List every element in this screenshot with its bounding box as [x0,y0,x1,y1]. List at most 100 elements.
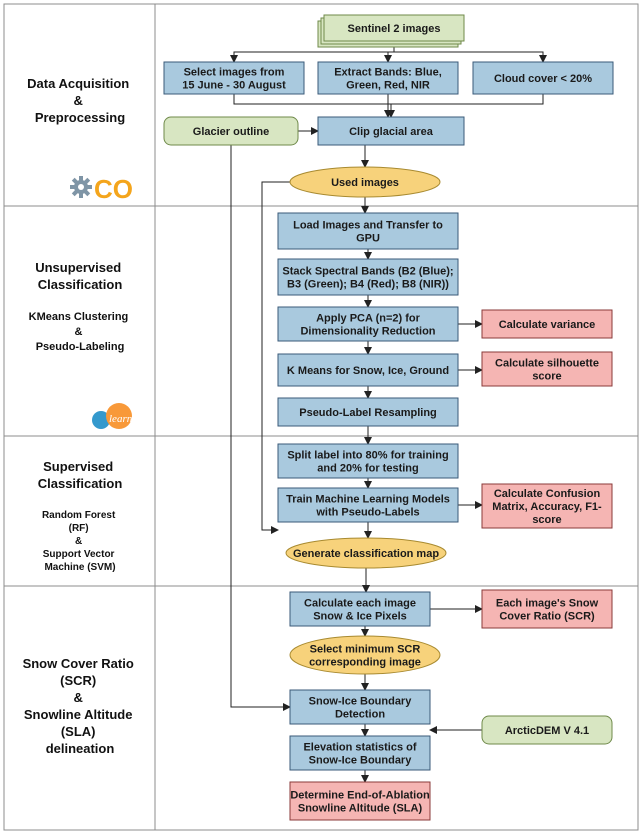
node-label-line: Green, Red, NIR [346,80,430,92]
colab-wordmark: CO [94,174,133,204]
node-label-line: Clip glacial area [349,126,434,138]
node-label-line: Train Machine Learning Models [286,494,450,506]
node-clip: Clip glacial area [317,116,465,146]
node-label-line: Dimensionality Reduction [300,326,435,338]
node-label-line: Each image's Snow [496,598,599,610]
node-label-line: ArcticDEM V 4.1 [505,725,589,737]
node-shape [277,258,459,296]
node-label-line: Glacier outline [193,126,269,138]
node-label-line: Load Images and Transfer to [293,220,443,232]
node-shape [317,116,465,146]
node-shape [163,61,305,95]
node-shape [285,537,447,569]
node-label-line: Matrix, Accuracy, F1- [492,501,602,513]
node-label-line: B3 (Green); B4 (Red); B8 (NIR)) [287,279,449,291]
node-shape [481,351,613,387]
connector-arrow [230,145,291,711]
section-label-data-acquisition: Data Acquisition & Preprocessing [27,76,133,125]
connectors [230,47,547,783]
node-label-line: Cloud cover < 20% [494,73,592,85]
node-shape [481,309,613,339]
node-label-line: Cover Ratio (SCR) [499,611,595,623]
connector-arrow [384,51,394,63]
node-label-line: Snow & Ice Pixels [313,611,407,623]
node-cloud-cover: Cloud cover < 20% [472,61,614,95]
node-shape [317,61,459,95]
node-shape [277,353,459,387]
node-label-line: Sentinel 2 images [348,23,441,35]
node-arcticdem: ArcticDEM V 4.1 [481,715,613,745]
node-label-line: score [532,371,561,383]
node-label-line: Apply PCA (n=2) for [316,313,421,325]
connector-arrow [233,94,395,118]
node-shape [289,591,431,627]
node-label-line: Stack Spectral Bands (B2 (Blue); [282,266,453,278]
section-sublabel-rf-svm: Random Forest (RF) & Support Vector Mach… [42,510,118,573]
node-label-line: with Pseudo-Labels [315,507,419,519]
colab-logo: CO [70,174,133,204]
node-shape [163,116,299,146]
node-calc-variance: Calculate variance [481,309,613,339]
node-shape [277,443,459,479]
node-shape [481,589,613,629]
node-label-line: Elevation statistics of [303,742,416,754]
node-label-line: Select images from [184,67,285,79]
sklearn-blue-circle [92,411,110,429]
node-label-line: K Means for Snow, Ice, Ground [287,365,449,377]
node-used-images: Used images [289,166,441,198]
node-label-line: Split label into 80% for training [287,450,448,462]
node-label-line: Calculate variance [499,319,596,331]
sklearn-wordmark: learn [109,413,133,425]
node-label-line: Determine End-of-Ablation [290,790,430,802]
node-kmeans: K Means for Snow, Ice, Ground [277,353,459,387]
node-label-line: Extract Bands: Blue, [334,67,442,79]
node-label-line: 15 June - 30 August [182,80,286,92]
node-label-line: Used images [331,177,399,189]
sklearn-logo: learn [92,403,133,429]
node-label-line: Detection [335,709,385,721]
connector-arrow [394,51,547,63]
section-label-supervised: Supervised Classification [38,459,123,491]
section-label-unsupervised: Unsupervised Classification [35,260,125,292]
node-shape [481,483,613,529]
sklearn-orange-circle [106,403,132,429]
node-shape [277,306,459,342]
node-resampling: Pseudo-Label Resampling [277,397,459,427]
node-label-line: score [532,514,561,526]
node-label-line: Calculate Confusion [494,488,601,500]
node-shape [289,689,431,725]
node-label-line: GPU [356,233,380,245]
node-shape [289,166,441,198]
node-shape [289,635,441,675]
node-shape [289,735,431,771]
outer-frame [3,3,639,831]
node-sentinel: Sentinel 2 images [317,14,465,48]
node-label-line: Select minimum SCR [310,644,421,656]
node-label-line: Pseudo-Label Resampling [299,407,437,419]
section-frames [3,3,639,831]
node-shape [472,61,614,95]
stack-front [323,14,465,42]
section-sublabel-kmeans: KMeans Clustering & Pseudo-Labeling [29,311,132,353]
node-label-line: corresponding image [309,657,421,669]
node-label-line: Generate classification map [293,548,439,560]
node-label-line: Calculate silhouette [495,358,599,370]
node-label-line: Snow-Ice Boundary [309,755,413,767]
node-extract-bands: Extract Bands: Blue,Green, Red, NIR [317,61,459,95]
node-shape [277,212,459,250]
